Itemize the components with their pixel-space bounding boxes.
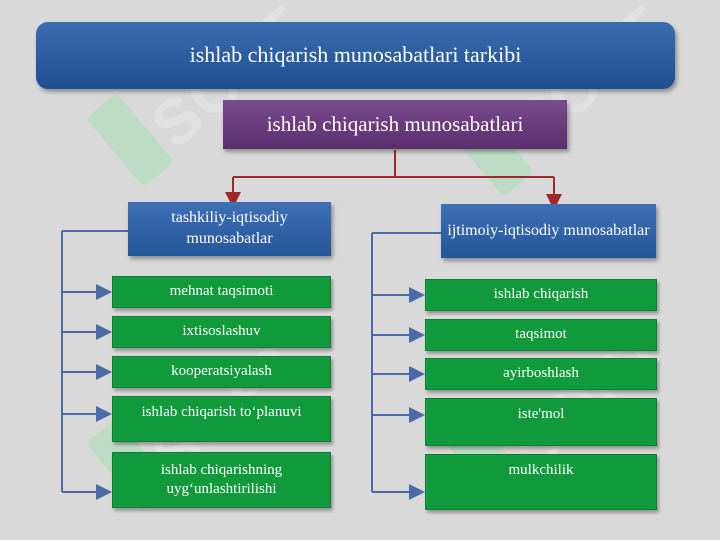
left-item-label: mehnat taqsimoti bbox=[169, 283, 274, 300]
left-item: ishlab chiqarishning uyg‘unlashtirilishi bbox=[112, 452, 331, 508]
left-item: ixtisoslashuv bbox=[112, 316, 331, 348]
right-item-label: iste'mol bbox=[517, 406, 565, 422]
left-item: kooperatsiyalash bbox=[112, 356, 331, 388]
right-item: taqsimot bbox=[425, 319, 657, 351]
left-item: mehnat taqsimoti bbox=[112, 276, 331, 308]
root-node: ishlab chiqarish munosabatlari bbox=[223, 100, 567, 149]
right-item-label: ayirboshlash bbox=[503, 365, 579, 382]
root-label: ishlab chiqarish munosabatlari bbox=[266, 111, 524, 136]
title-text: ishlab chiqarish munosabatlari tarkibi bbox=[189, 42, 522, 68]
right-item-label: taqsimot bbox=[515, 326, 567, 343]
right-item: ishlab chiqarish bbox=[425, 279, 657, 311]
left-item-label: ixtisoslashuv bbox=[182, 323, 261, 340]
title-banner: ishlab chiqarish munosabatlari tarkibi bbox=[36, 22, 675, 89]
left-item-label: kooperatsiyalash bbox=[171, 363, 272, 380]
left-branch-node: tashkiliy-iqtisodiy munosabatlar bbox=[128, 202, 331, 256]
right-item: ayirboshlash bbox=[425, 358, 657, 390]
right-branch-label: ijtimoiy-iqtisodiy munosabatlar bbox=[447, 221, 650, 239]
left-item: ishlab chiqarish to‘planuvi bbox=[112, 396, 331, 442]
right-item-label: ishlab chiqarish bbox=[493, 286, 589, 303]
right-branch-node: ijtimoiy-iqtisodiy munosabatlar bbox=[441, 204, 656, 258]
left-branch-label: tashkiliy-iqtisodiy munosabatlar bbox=[171, 209, 288, 247]
left-item-label: ishlab chiqarishning uyg‘unlashtirilishi bbox=[160, 461, 283, 498]
left-item-label: ishlab chiqarish to‘planuvi bbox=[141, 404, 302, 420]
right-item-label: mulkchilik bbox=[508, 462, 574, 478]
right-item: iste'mol bbox=[425, 398, 657, 446]
right-item: mulkchilik bbox=[425, 454, 657, 510]
